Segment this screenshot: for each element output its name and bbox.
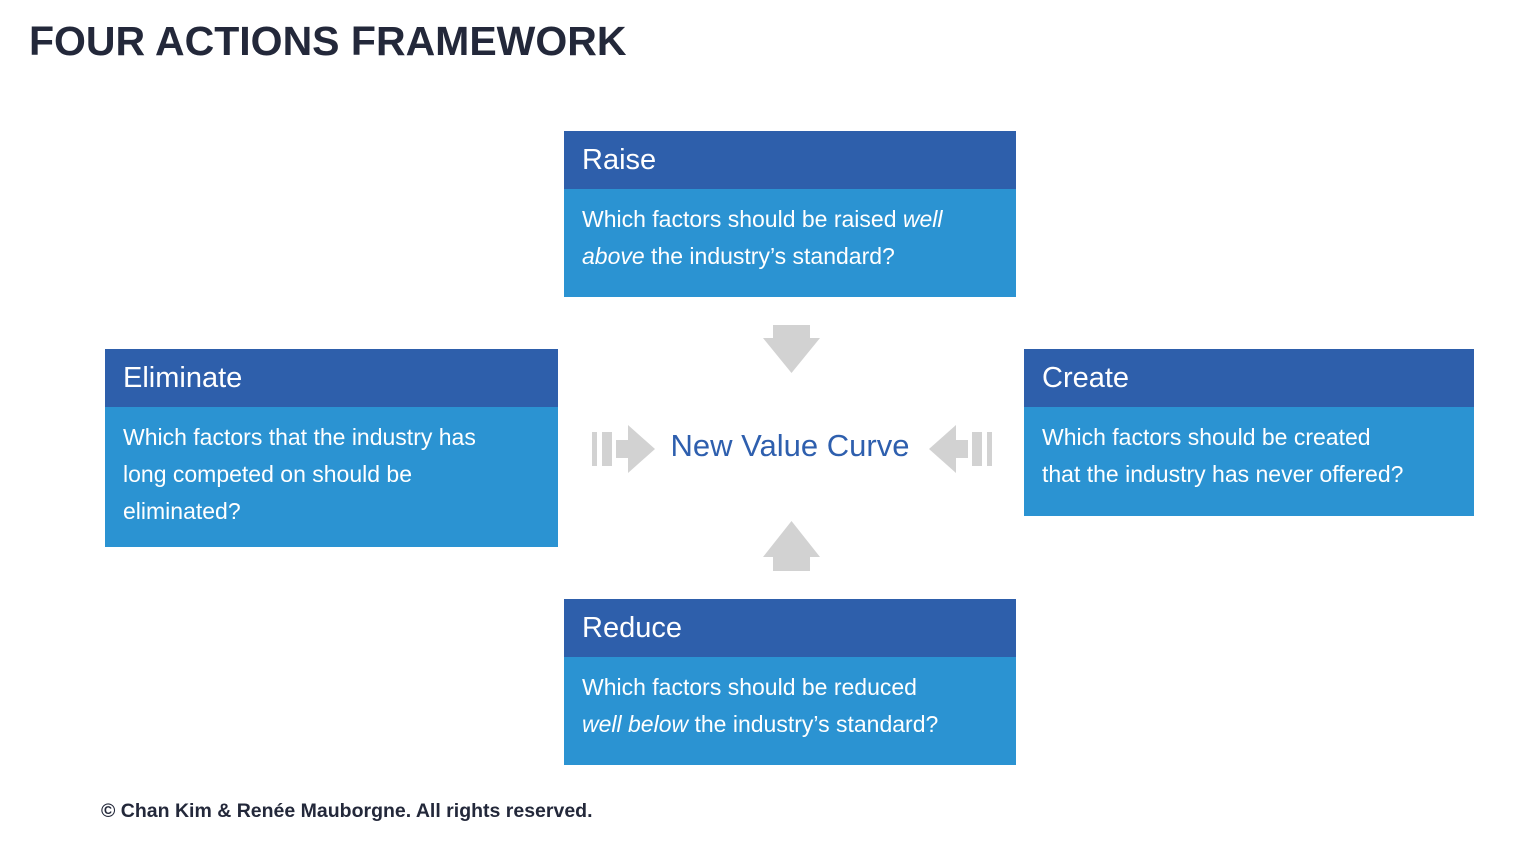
card-raise-question-italic: well above (582, 206, 943, 269)
card-raise-question-pre: Which factors should be raised (582, 206, 903, 232)
card-raise: Raise Which factors should be raised wel… (564, 131, 1016, 297)
card-create-header: Create (1024, 349, 1474, 407)
card-raise-header: Raise (564, 131, 1016, 189)
card-eliminate-body: Which factors that the industry has long… (105, 407, 558, 547)
card-eliminate: Eliminate Which factors that the industr… (105, 349, 558, 547)
page-title: FOUR ACTIONS FRAMEWORK (29, 18, 627, 64)
card-reduce: Reduce Which factors should be reduced w… (564, 599, 1016, 765)
card-raise-question: Which factors should be raised well abov… (564, 189, 1016, 287)
new-value-curve-label: New Value Curve (670, 428, 910, 463)
card-create-body: Which factors should be created that the… (1024, 407, 1474, 516)
card-create-question: Which factors should be created that the… (1024, 407, 1474, 505)
card-eliminate-question: Which factors that the industry has long… (105, 407, 558, 542)
arrow-right-bars-icon (592, 425, 655, 473)
card-reduce-body: Which factors should be reduced well bel… (564, 657, 1016, 765)
card-raise-body: Which factors should be raised well abov… (564, 189, 1016, 297)
card-create-question-pre: Which factors should be created that the… (1042, 424, 1404, 487)
arrow-left-bars-icon (929, 425, 992, 473)
card-reduce-question: Which factors should be reduced well bel… (564, 657, 1016, 755)
card-raise-question-post: the industry’s standard? (644, 243, 895, 269)
card-reduce-question-italic: well below (582, 711, 689, 737)
card-create: Create Which factors should be created t… (1024, 349, 1474, 516)
arrow-down-icon (763, 325, 820, 373)
arrow-up-icon (763, 521, 820, 571)
card-reduce-header: Reduce (564, 599, 1016, 657)
card-reduce-question-pre: Which factors should be reduced (582, 674, 917, 700)
card-eliminate-header: Eliminate (105, 349, 558, 407)
card-eliminate-question-pre: Which factors that the industry has long… (123, 424, 476, 524)
copyright-notice: © Chan Kim & Renée Mauborgne. All rights… (101, 800, 593, 822)
card-reduce-question-post: the industry’s standard? (688, 711, 939, 737)
